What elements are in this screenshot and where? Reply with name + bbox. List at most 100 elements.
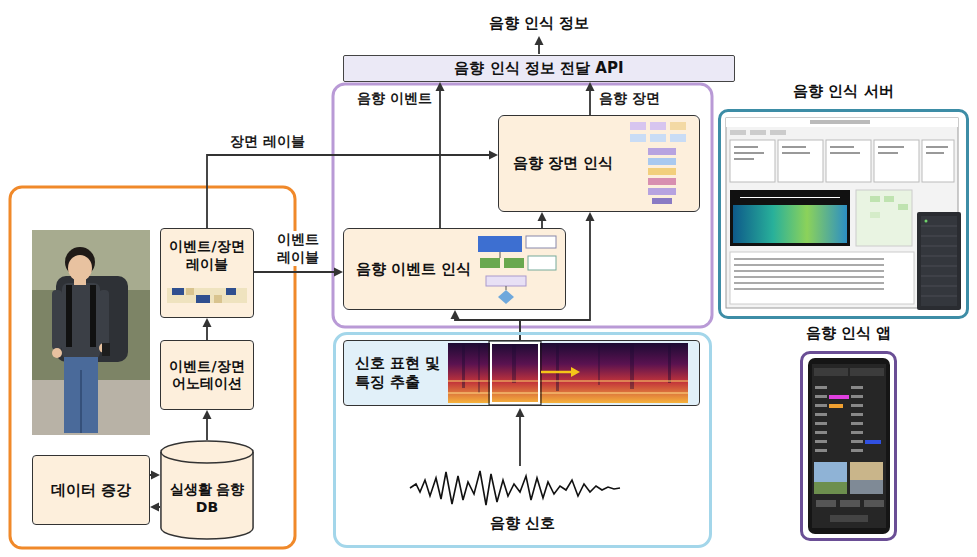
box-fill	[803, 354, 894, 538]
arrowhead	[151, 471, 160, 480]
connector-line	[439, 90, 441, 228]
phone-screenshot-part	[850, 462, 883, 494]
connector-line	[589, 90, 591, 115]
phone-screenshot-part	[808, 358, 890, 534]
connector	[203, 410, 212, 440]
process-box: 이벤트/장면 어노테이션	[160, 340, 254, 410]
connector	[203, 318, 212, 340]
cylinder-body	[161, 441, 253, 539]
server-screenshot-part	[898, 204, 908, 210]
arrowhead	[586, 82, 595, 91]
event-network-icon-part	[486, 276, 526, 286]
phone-screenshot-part	[864, 500, 884, 507]
server-screenshot-part	[778, 140, 823, 182]
process-box: 음향 장면 인식	[498, 115, 700, 212]
server-screenshot-part	[826, 140, 871, 182]
person-photo-part	[90, 285, 96, 347]
arrowhead	[489, 151, 498, 160]
phone-screenshot-part	[851, 404, 863, 407]
phone-screenshot-part	[830, 515, 868, 522]
server-screenshot-part	[730, 190, 850, 246]
person-photo-part	[62, 283, 100, 359]
connector	[436, 82, 445, 228]
server-tower-part	[921, 256, 957, 257]
node-text: 음향 이벤트 인식	[356, 260, 471, 279]
connector-line	[206, 326, 208, 340]
process-box: 신호 표현 및 특징 추출	[343, 340, 700, 406]
phone-screenshot-part	[850, 480, 883, 494]
server-screenshot-part	[926, 152, 944, 154]
person-photo-part	[66, 285, 72, 347]
process-box: 데이터 증강	[32, 455, 150, 525]
edge-label-box: 음향 이벤트	[340, 88, 434, 108]
server-screenshot-part	[733, 205, 847, 243]
person-photo-part	[99, 290, 109, 346]
server-panel: 음향 인식 서버	[718, 109, 969, 319]
server-screenshot-part	[922, 140, 954, 182]
server-tower-part	[917, 212, 961, 310]
phone-screenshot-part	[851, 422, 863, 425]
output-arrow	[538, 44, 540, 54]
spectrogram-part	[448, 343, 688, 403]
event-network-icon-part	[478, 236, 522, 252]
server-screenshot-part	[730, 130, 746, 135]
phone-screenshot-part	[815, 395, 827, 398]
server-screenshot-part	[878, 152, 898, 154]
server-tower-part	[921, 236, 957, 237]
server-screenshot-part	[734, 152, 764, 154]
spectrogram-part	[491, 343, 539, 403]
app-panel: 음향 인식 앱	[800, 351, 897, 541]
server-tower-part	[921, 276, 957, 277]
event-network-icon-part	[528, 256, 556, 270]
label-bars-part	[226, 288, 236, 295]
event-network-icon-part	[500, 252, 501, 258]
phone-screenshot-part	[851, 431, 863, 434]
phone-screenshot-part	[815, 449, 827, 452]
connector-line	[254, 271, 335, 273]
edge-label: 음향 이벤트	[355, 90, 434, 108]
server-screenshot-part	[734, 258, 884, 260]
arrowhead	[538, 212, 547, 221]
spectrogram-part	[668, 343, 671, 383]
server-screenshot-part	[782, 152, 810, 154]
scene-network-icon-part	[648, 178, 676, 185]
phone-screenshot-part	[816, 500, 836, 507]
node-text: 음향 장면 인식	[513, 154, 613, 173]
person-photo-part	[68, 255, 92, 281]
phone-screenshot-part	[840, 500, 860, 507]
scene-network-icon-part	[650, 122, 666, 130]
spectrogram-part	[556, 343, 559, 391]
phone-screenshot-part	[851, 395, 863, 398]
input-arrow	[519, 416, 521, 466]
phone-screenshot-part	[865, 440, 881, 444]
connector-line	[207, 155, 490, 228]
event-network-icon-part	[504, 258, 524, 268]
person-photo-part	[64, 357, 98, 433]
spectrogram-part	[489, 341, 541, 405]
label-bars-part	[214, 295, 222, 303]
spectrogram-part	[598, 343, 600, 385]
arrowhead	[586, 212, 595, 221]
server-screenshot-part	[740, 197, 840, 198]
server-screenshot-part	[884, 196, 894, 202]
node-text: 음향 인식 정보 전달 API	[454, 59, 623, 78]
server-tower	[917, 212, 961, 310]
person-photo-part	[32, 230, 150, 435]
scene-network-icon-part	[648, 148, 676, 155]
arrowhead	[334, 268, 343, 277]
spectrogram-part	[541, 371, 572, 374]
server-tower-part	[921, 286, 957, 287]
connector	[254, 268, 343, 277]
edge-label: 장면 레이블	[228, 133, 307, 151]
scene-network-icon-part	[652, 198, 672, 204]
spectrogram-part	[478, 343, 480, 393]
scene-network-icon-part	[670, 134, 686, 142]
label-bars-part	[172, 288, 184, 295]
person-photo-part	[80, 370, 82, 433]
cylinder-lid	[161, 452, 253, 463]
server-screenshot-part	[830, 146, 854, 148]
edge-label: 이벤트 레이블	[268, 231, 328, 266]
server-screenshot-part	[730, 252, 914, 304]
